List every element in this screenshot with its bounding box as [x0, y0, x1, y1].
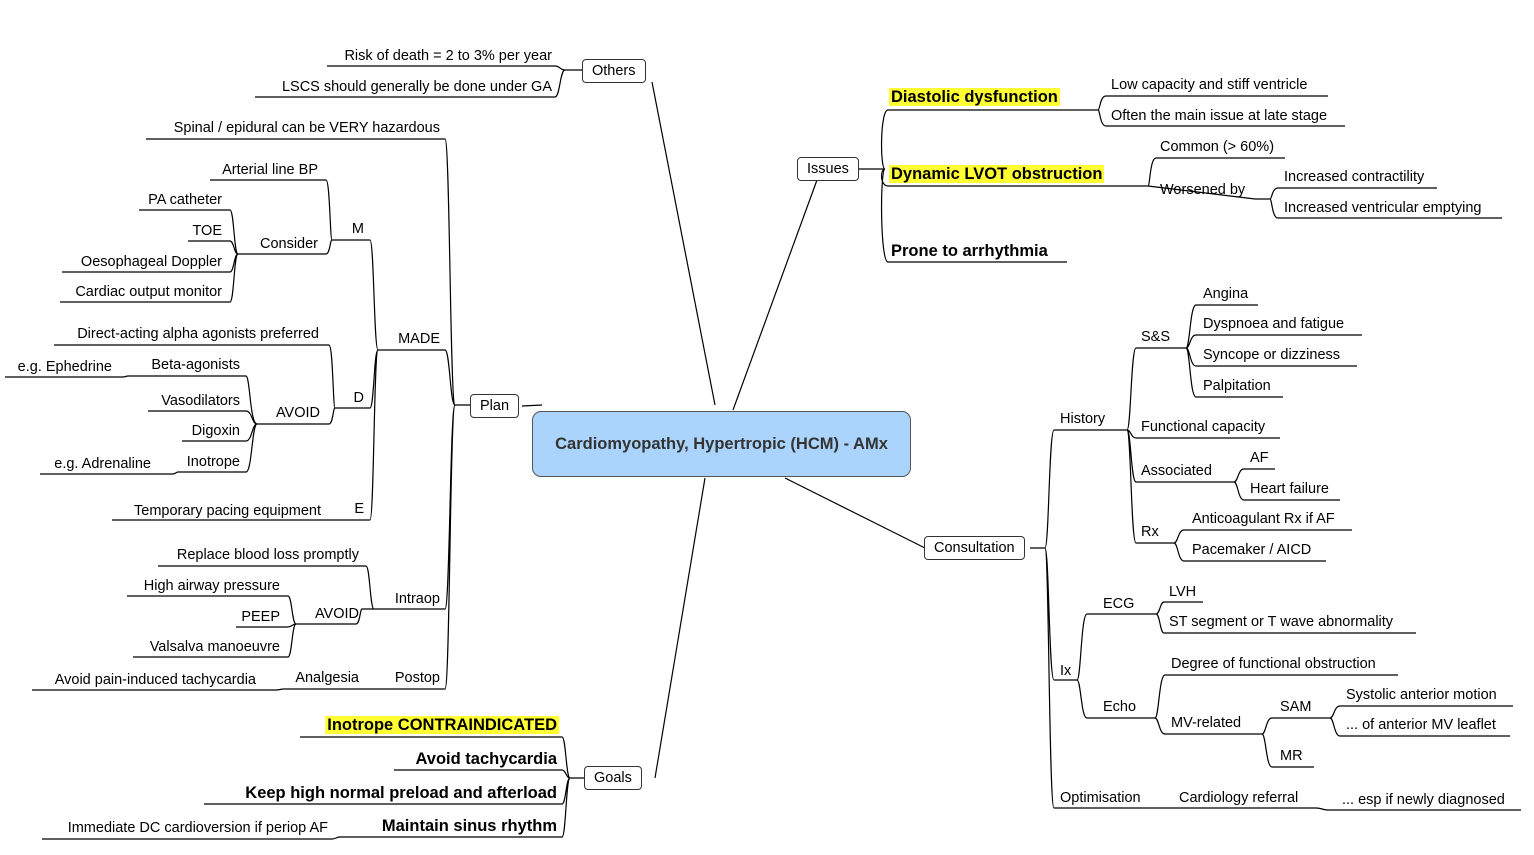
avoid-inotrope: Inotrope — [186, 454, 240, 470]
intraop-avoid-peep: PEEP — [241, 609, 280, 625]
echo-degree-obstruction: Degree of functional obstruction — [1171, 656, 1376, 672]
postop-analgesia: Analgesia — [295, 670, 359, 686]
worsened-item-contractility: Increased contractility — [1284, 169, 1425, 185]
intraop-replace-blood: Replace blood loss promptly — [176, 547, 359, 563]
beta-eg-ephedrine: e.g. Ephedrine — [17, 359, 112, 375]
e-pacing: Temporary pacing equipment — [134, 503, 321, 519]
ecg-lvh: LVH — [1169, 584, 1197, 600]
mv-sam: SAM — [1280, 699, 1312, 715]
made-e: E — [354, 501, 364, 517]
ix-echo: Echo — [1103, 699, 1137, 715]
sinus-dc-cardioversion: Immediate DC cardioversion if periop AF — [67, 820, 328, 836]
issue-lvot-obstruction: Dynamic LVOT obstruction — [889, 165, 1105, 183]
history-rx: Rx — [1141, 524, 1159, 540]
d-avoid: AVOID — [275, 405, 320, 421]
m-consider: Consider — [259, 236, 318, 252]
branch-others-label: Others — [592, 63, 636, 79]
lvot-common: Common (> 60%) — [1160, 139, 1275, 155]
plan-intraop: Intraop — [394, 591, 440, 607]
worsened-item-emptying: Increased ventricular emptying — [1284, 200, 1482, 216]
branch-consultation-label: Consultation — [934, 540, 1015, 556]
branch-consultation[interactable]: Consultation — [924, 536, 1025, 560]
ss-syncope: Syncope or dizziness — [1203, 347, 1341, 363]
branch-issues[interactable]: Issues — [797, 157, 859, 181]
plan-spinal: Spinal / epidural can be VERY hazardous — [173, 120, 440, 136]
rx-pacemaker: Pacemaker / AICD — [1192, 542, 1312, 558]
branch-goals[interactable]: Goals — [584, 766, 642, 790]
central-topic-label: Cardiomyopathy, Hypertropic (HCM) - AMx — [555, 435, 888, 453]
branch-plan[interactable]: Plan — [470, 394, 520, 418]
plan-postop: Postop — [394, 670, 440, 686]
ix-ecg: ECG — [1103, 596, 1135, 612]
m-arterial-line: Arterial line BP — [222, 162, 318, 178]
intraop-avoid-airway: High airway pressure — [143, 578, 280, 594]
issue-arrhythmia: Prone to arrhythmia — [891, 242, 1048, 260]
others-item-lscs: LSCS should generally be done under GA — [281, 79, 552, 95]
consultation-optimisation: Optimisation — [1060, 790, 1141, 806]
consider-toe: TOE — [192, 223, 222, 239]
consider-cardiac-output: Cardiac output monitor — [75, 284, 222, 300]
ss-palpitation: Palpitation — [1203, 378, 1271, 394]
avoid-vasodilators: Vasodilators — [161, 393, 240, 409]
goal-sinus-rhythm: Maintain sinus rhythm — [381, 817, 557, 835]
goal-avoid-tachycardia: Avoid tachycardia — [415, 750, 557, 768]
ss-angina: Angina — [1203, 286, 1249, 302]
mv-mr: MR — [1280, 748, 1303, 764]
avoid-digoxin: Digoxin — [191, 423, 240, 439]
sam-systolic-anterior-motion: Systolic anterior motion — [1346, 687, 1497, 703]
avoid-beta-agonists: Beta-agonists — [151, 357, 240, 373]
consultation-ix: Ix — [1060, 663, 1072, 679]
goal-inotrope-contraindicated: Inotrope CONTRAINDICATED — [325, 716, 559, 734]
ecg-st-t-wave: ST segment or T wave abnormality — [1169, 614, 1394, 630]
branch-goals-label: Goals — [594, 770, 632, 786]
branch-plan-label: Plan — [480, 398, 510, 414]
central-topic[interactable]: Cardiomyopathy, Hypertropic (HCM) - AMx — [532, 411, 911, 477]
echo-mv-related: MV-related — [1171, 715, 1242, 731]
associated-heart-failure: Heart failure — [1250, 481, 1329, 497]
history-associated: Associated — [1141, 463, 1212, 479]
branch-issues-label: Issues — [807, 161, 849, 177]
ss-dyspnoea: Dyspnoea and fatigue — [1203, 316, 1345, 332]
associated-af: AF — [1250, 450, 1269, 466]
rx-anticoagulant: Anticoagulant Rx if AF — [1192, 511, 1335, 527]
plan-made: MADE — [398, 331, 440, 347]
diastolic-item-late-stage: Often the main issue at late stage — [1111, 108, 1328, 124]
goal-preload-afterload: Keep high normal preload and afterload — [245, 784, 557, 802]
history-functional-capacity: Functional capacity — [1141, 419, 1266, 435]
diastolic-item-capacity: Low capacity and stiff ventricle — [1111, 77, 1308, 93]
lvot-worsened-by: Worsened by — [1160, 182, 1246, 198]
made-m: M — [351, 221, 364, 237]
intraop-avoid: AVOID — [314, 606, 359, 622]
branch-others[interactable]: Others — [582, 59, 646, 83]
history-ss: S&S — [1141, 329, 1171, 345]
consider-oesophageal-doppler: Oesophageal Doppler — [80, 254, 222, 270]
intraop-avoid-valsalva: Valsalva manoeuvre — [149, 639, 280, 655]
d-direct-acting: Direct-acting alpha agonists preferred — [77, 326, 319, 342]
consultation-history: History — [1060, 411, 1106, 427]
analgesia-avoid-tachycardia: Avoid pain-induced tachycardia — [54, 672, 256, 688]
sam-anterior-mv-leaflet: ... of anterior MV leaflet — [1346, 717, 1496, 733]
inotrope-eg-adrenaline: e.g. Adrenaline — [54, 456, 151, 472]
optimisation-cardiology-referral: Cardiology referral — [1179, 790, 1299, 806]
others-item-risk: Risk of death = 2 to 3% per year — [344, 48, 552, 64]
issue-diastolic-dysfunction: Diastolic dysfunction — [889, 88, 1060, 106]
made-d: D — [353, 390, 364, 406]
consider-pa-catheter: PA catheter — [148, 192, 222, 208]
referral-newly-diagnosed: ... esp if newly diagnosed — [1342, 792, 1505, 808]
